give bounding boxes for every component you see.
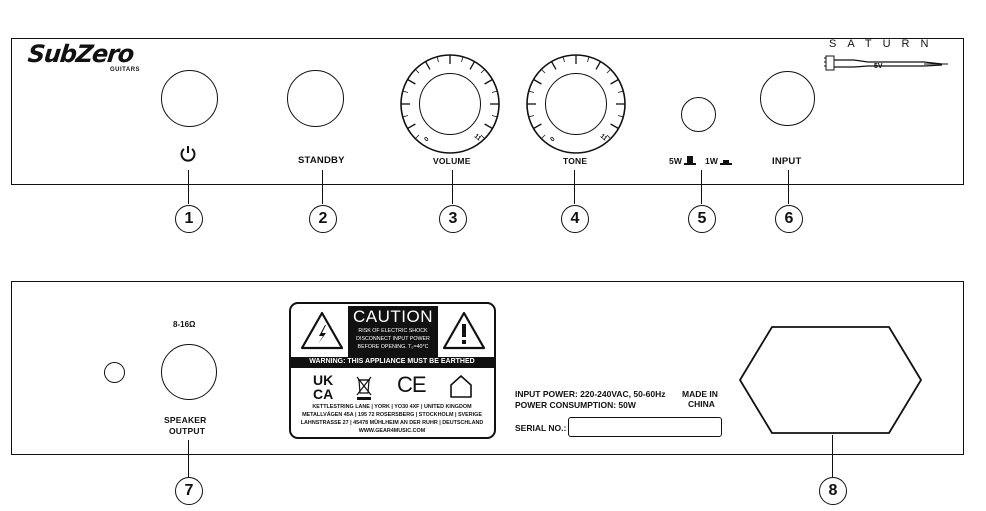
made-in-line2: CHINA	[688, 399, 715, 409]
callout-2: 2	[309, 205, 337, 233]
address-line3: LAHNSTRASSE 27 | 45478 MÜHLHEIM AN DER R…	[300, 420, 484, 426]
weee-bin-icon	[356, 376, 372, 400]
caution-title-block	[348, 306, 438, 358]
callout-7: 7	[175, 477, 203, 505]
switch-down-icon	[720, 160, 732, 165]
model-voltage: 5V	[874, 63, 883, 70]
callout-leader-4	[574, 170, 575, 204]
switch-1w-label: 1W	[705, 156, 719, 166]
tone-knob[interactable]	[545, 73, 607, 135]
power-level-switch[interactable]	[681, 97, 716, 132]
callout-6: 6	[775, 205, 803, 233]
caution-title: CAUTION	[353, 307, 433, 326]
brand-sub-label: GUITARS	[110, 67, 141, 73]
power-icon	[180, 146, 196, 162]
exclamation-warning-icon	[442, 311, 486, 350]
caution-line3: BEFORE OPENING. T₀=40°C	[357, 344, 429, 350]
input-jack[interactable]	[760, 71, 815, 126]
volume-knob[interactable]	[419, 73, 481, 135]
input-label: INPUT	[772, 156, 802, 167]
model-name: SATURN	[829, 38, 940, 50]
standby-label: STANDBY	[298, 155, 345, 166]
callout-4: 4	[561, 205, 589, 233]
warning-bar	[291, 357, 494, 368]
callout-leader-8	[832, 435, 833, 477]
power-button[interactable]	[161, 70, 218, 127]
caution-line2: DISCONNECT INPUT POWER	[356, 336, 430, 342]
callout-leader-2	[322, 170, 323, 204]
callout-8: 8	[819, 477, 847, 505]
switch-up-icon	[684, 156, 696, 165]
callout-leader-5	[701, 170, 702, 204]
speaker-label-line1: SPEAKER	[164, 415, 207, 425]
caution-label: CAUTION RISK OF ELECTRIC SHOCK DISCONNEC…	[289, 302, 496, 439]
tone-label: TONE	[563, 156, 588, 166]
callout-5: 5	[688, 205, 716, 233]
ukca-mark-bottom: CA	[313, 386, 334, 402]
tone-dial-scale	[526, 54, 626, 154]
power-consumption-text: POWER CONSUMPTION: 50W	[515, 400, 636, 410]
volume-dial-scale	[400, 54, 500, 154]
speaker-output-jack[interactable]	[161, 344, 217, 400]
brand-logo: SubZero	[26, 40, 135, 68]
switch-5w-label: 5W	[669, 156, 683, 166]
speaker-label-line2: OUTPUT	[169, 426, 206, 436]
website-text: WWW.GEAR4MUSIC.COM	[358, 428, 426, 434]
callout-1: 1	[175, 205, 203, 233]
serial-label: SERIAL NO.:	[515, 423, 567, 433]
caution-line1: RISK OF ELECTRIC SHOCK	[358, 328, 428, 334]
guitar-neck-icon	[824, 55, 948, 71]
address-line1: KETTLESTRING LANE | YORK | YO30 4XF | UN…	[312, 404, 472, 410]
address-line2: METALLVÄGEN 45A | 195 72 ROSERSBERG | ST…	[302, 412, 482, 418]
input-power-text: INPUT POWER: 220-240VAC, 50-60Hz	[515, 389, 666, 399]
ukca-mark-top: UK	[313, 372, 334, 388]
callout-leader-6	[788, 170, 789, 204]
iec-power-socket[interactable]	[738, 325, 923, 435]
warning-text: WARNING: THIS APPLIANCE MUST BE EARTHED	[309, 358, 475, 365]
lightning-warning-icon	[300, 311, 344, 350]
speaker-impedance-label: 8-16Ω	[173, 320, 196, 329]
callout-leader-1	[188, 170, 189, 204]
ce-mark: CE	[397, 372, 427, 397]
house-icon	[450, 375, 472, 398]
serial-number-field	[568, 417, 722, 437]
volume-label: VOLUME	[433, 156, 471, 166]
made-in-line1: MADE IN	[682, 389, 718, 399]
ground-screw	[104, 362, 125, 383]
standby-button[interactable]	[287, 70, 344, 127]
callout-leader-7	[188, 440, 189, 477]
callout-3: 3	[439, 205, 467, 233]
callout-leader-3	[452, 170, 453, 204]
